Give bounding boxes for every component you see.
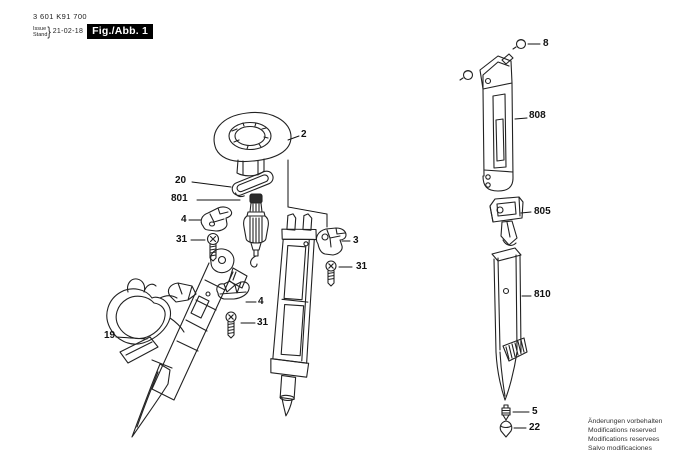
part-19-leg-drawing [106, 248, 248, 438]
type-number: 3 601 K91 700 [33, 12, 87, 21]
callout-31-upper: 31 [176, 234, 188, 245]
drawing-header: 3 601 K91 700 Issue Stand } 21-02-18 Fig… [33, 12, 154, 39]
callout-8: 8 [543, 38, 549, 49]
figure-label: Fig./Abb. 1 [87, 24, 154, 39]
callout-808: 808 [529, 110, 546, 121]
part-4-upper-clip-drawing [200, 206, 233, 232]
part-22-cone-drawing [499, 420, 513, 438]
part-3-clip-drawing [315, 227, 347, 256]
leader-lines [115, 43, 541, 429]
callout-31-right: 31 [356, 261, 368, 272]
callout-805: 805 [534, 206, 551, 217]
column-drawing [270, 213, 317, 417]
part-5-pin-drawing [501, 404, 511, 421]
callout-4-upper: 4 [181, 214, 187, 225]
brace-glyph: } [47, 24, 52, 39]
part-20-insert-drawing [231, 170, 274, 198]
part-31-screw-right-drawing [325, 260, 337, 287]
notice-en: Modifications reserved [588, 427, 656, 434]
part-805-clamp-drawing [489, 196, 524, 246]
callout-810: 810 [534, 289, 551, 300]
callout-2: 2 [301, 129, 307, 140]
part-31-screw-lower-drawing [225, 311, 237, 339]
part-808-pole-drawing [479, 53, 514, 192]
issue-stand-label: Issue Stand [33, 25, 48, 38]
notice-fr: Modifications reservees [588, 436, 660, 443]
notice-es: Salvo modificaciones [588, 445, 652, 452]
part-31-screw-upper-drawing [206, 232, 220, 262]
part-2-dish-drawing [213, 111, 292, 177]
part-801-spindle-drawing [243, 193, 269, 268]
callout-801: 801 [171, 193, 188, 204]
callout-3: 3 [353, 235, 359, 246]
notice-de: Änderungen vorbehalten [588, 418, 663, 425]
part-4-lower-clip-drawing [216, 280, 250, 300]
callout-4-lower: 4 [258, 296, 264, 307]
part-8-caps-drawing [459, 38, 527, 81]
callout-19: 19 [104, 330, 116, 341]
issue-date: 21-02-18 [52, 28, 84, 35]
callout-20: 20 [175, 175, 187, 186]
callout-31-lower: 31 [257, 317, 269, 328]
callout-22: 22 [529, 422, 541, 433]
callout-5: 5 [532, 406, 538, 417]
reservation-notices: Änderungen vorbehalten Modifications res… [588, 417, 662, 453]
part-810-pole-drawing [491, 247, 528, 401]
